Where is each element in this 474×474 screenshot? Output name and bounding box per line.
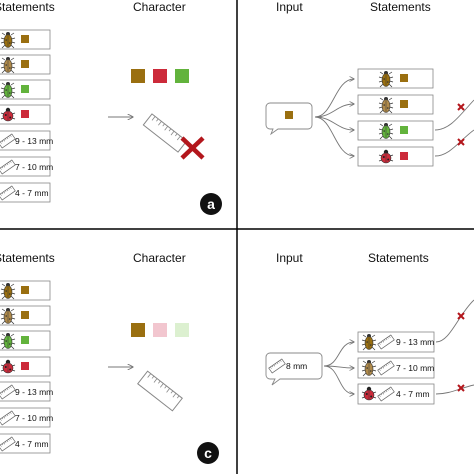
input-bubble-d: 8 mm <box>265 352 323 386</box>
size-label-c-3: 4 - 7 mm <box>15 439 49 449</box>
branch-arrows-b <box>314 79 354 156</box>
panel-letter-a: a <box>207 196 215 212</box>
statements-heading-d: Statements <box>368 251 429 265</box>
panel-letter-badge-c <box>197 442 219 464</box>
size-label-a-3: 4 - 7 mm <box>15 188 49 198</box>
panel-a: Statements Character 9 - 13 mm 7 - 10 mm <box>0 0 222 215</box>
panel-d: Input Statements 8 mm 9 - 13 mm 7 - 10 m… <box>265 251 474 405</box>
panel-letter-badge-a <box>200 193 222 215</box>
reject-cross-b-1 <box>457 103 465 111</box>
ruler-icon-a <box>142 113 188 153</box>
input-heading-b: Input <box>276 0 303 14</box>
statement-list-a: 9 - 13 mm 7 - 10 mm 4 - 7 mm <box>0 29 53 203</box>
panel-b: Input Statements <box>265 0 474 167</box>
reject-cross-b-2 <box>457 138 465 146</box>
panel-letter-c: c <box>204 445 212 461</box>
character-swatches-a <box>131 69 189 83</box>
input-value-d: 8 mm <box>286 361 307 371</box>
statements-heading-a: Statements <box>0 0 55 14</box>
character-swatches-c <box>131 323 189 337</box>
input-bubble-b <box>265 102 313 136</box>
statement-list-c: 9 - 13 mm 7 - 10 mm 4 - 7 mm <box>0 280 53 454</box>
statements-heading-c: Statements <box>0 251 55 265</box>
branch-arrows-d <box>323 342 354 394</box>
reject-cross-d-1 <box>457 312 465 320</box>
size-label-d-1: 9 - 13 mm <box>396 337 434 347</box>
input-heading-d: Input <box>276 251 303 265</box>
size-label-d-2: 7 - 10 mm <box>396 363 434 373</box>
outgoing-arrows-d <box>435 299 474 395</box>
cross-icon-a <box>180 136 205 160</box>
size-label-c-1: 9 - 13 mm <box>15 387 53 397</box>
panel-c: Statements Character 9 - 13 mm 7 - 10 mm <box>0 251 219 464</box>
statements-heading-b: Statements <box>370 0 431 14</box>
statement-list-b <box>357 68 434 167</box>
size-label-a-1: 9 - 13 mm <box>15 136 53 146</box>
size-label-d-3: 4 - 7 mm <box>396 389 430 399</box>
character-heading-c: Character <box>133 251 186 265</box>
size-label-a-2: 7 - 10 mm <box>15 162 53 172</box>
ruler-icon-c <box>137 370 183 412</box>
character-heading-a: Character <box>133 0 186 14</box>
statement-list-d: 9 - 13 mm 7 - 10 mm 4 - 7 mm <box>357 331 435 405</box>
outgoing-arrows-b <box>434 99 474 157</box>
size-label-c-2: 7 - 10 mm <box>15 413 53 423</box>
